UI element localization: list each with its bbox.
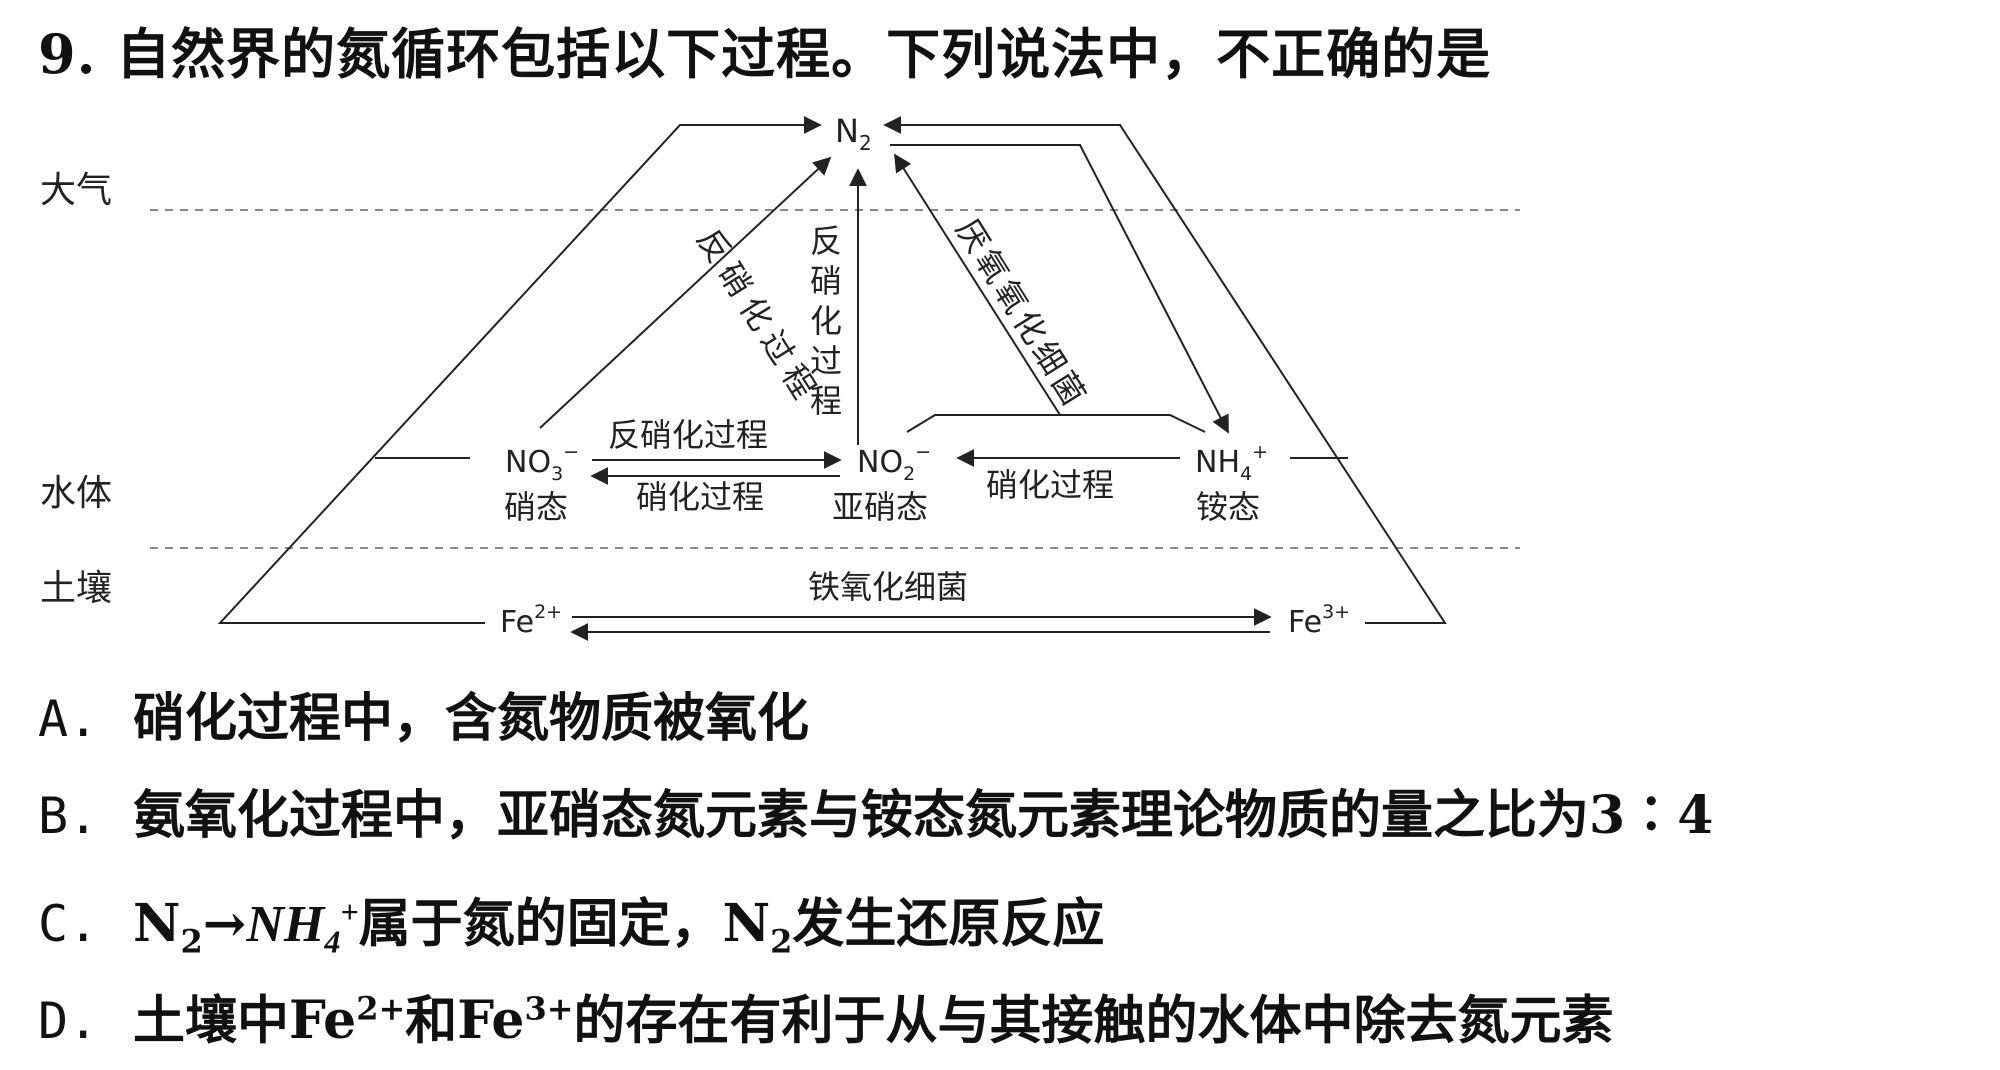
formula-fe2: Fe2+	[289, 990, 406, 1052]
species-fe3: Fe3+	[1288, 601, 1350, 640]
option-letter: D.	[38, 992, 99, 1051]
svg-text:化: 化	[810, 302, 842, 340]
arrow-outer-left-to-n2	[217, 116, 822, 624]
state-label-ammonium: 铵态	[1196, 488, 1260, 526]
arrow-anammox-to-n2	[894, 153, 1062, 433]
label-denitrification-diagonal: 反 硝 化 过 程	[689, 222, 823, 405]
label-nitrification-left: 硝化过程	[636, 478, 764, 516]
option-text: 氨氧化过程中，亚硝态氮元素与铵态氮元素理论物质的量之比为	[133, 785, 1590, 846]
option-text: 属于氮的固定，	[358, 893, 723, 955]
option-d[interactable]: D. 土壤中Fe2+和Fe3+的存在有利于从与其接触的水体中除去氮元素	[38, 961, 1713, 1058]
svg-text:硝: 硝	[810, 262, 842, 300]
question-stem: 9. 自然界的氮循环包括以下过程。下列说法中，不正确的是	[38, 10, 1491, 89]
label-anammox-bacteria: 厌 氧 氧 化 细 菌	[948, 212, 1093, 412]
option-ratio: 3∶4	[1589, 785, 1714, 846]
answer-options: A. 硝化过程中，含氮物质被氧化 B. 氨氧化过程中，亚硝态氮元素与铵态氮元素理论物…	[38, 670, 1713, 1058]
species-fe2: Fe2+	[500, 601, 562, 640]
arrow-n2-to-nh4	[890, 144, 1229, 434]
zone-label-water: 水体	[40, 473, 112, 514]
label-denitrification-horizontal: 反硝化过程	[608, 416, 768, 454]
option-text: 土壤中	[133, 990, 290, 1052]
svg-text:反: 反	[810, 222, 842, 260]
option-a[interactable]: A. 硝化过程中，含氮物质被氧化	[38, 670, 1713, 767]
formula-nh4: NH4+	[246, 894, 359, 960]
option-b[interactable]: B. 氨氧化过程中，亚硝态氮元素与铵态氮元素理论物质的量之比为3∶4	[38, 767, 1713, 864]
nitrogen-cycle-diagram: 大气 水体 土壤 N2 NO3− 硝态 NO2− 亚硝态 NH4+ 铵态 Fe2…	[40, 112, 1520, 641]
conjunction: 和	[405, 990, 458, 1052]
reaction-arrow: →	[202, 893, 247, 955]
species-nh4: NH4+	[1195, 441, 1268, 485]
option-c[interactable]: C.N2→NH4+属于氮的固定，N2发生还原反应	[38, 864, 1713, 961]
formula-n2: N2	[722, 893, 793, 961]
formula-n2: N2	[133, 893, 203, 961]
question-text: 自然界的氮循环包括以下过程。下列说法中，不正确的是	[116, 22, 1492, 86]
svg-text:过: 过	[810, 342, 842, 380]
zone-label-soil: 土壤	[40, 568, 112, 609]
species-no3: NO3−	[505, 441, 579, 485]
arrow-outer-right-to-n2	[883, 116, 1447, 624]
question-number: 9.	[38, 22, 97, 86]
label-iron-oxidizing-bacteria: 铁氧化细菌	[808, 568, 968, 606]
line-nh4-to-anammox	[1060, 414, 1206, 433]
option-text: 硝化过程中，含氮物质被氧化	[133, 688, 810, 749]
state-label-nitrite: 亚硝态	[832, 488, 928, 526]
option-letter: B.	[38, 787, 99, 845]
option-text-tail: 的存在有利于从与其接触的水体中除去氮元素	[573, 990, 1614, 1052]
label-nitrification-right: 硝化过程	[986, 466, 1114, 504]
species-n2: N2	[835, 112, 872, 155]
option-text-tail: 发生还原反应	[792, 893, 1105, 955]
label-denitrification-vertical: 反 硝 化 过 程	[810, 222, 842, 420]
state-label-nitrate: 硝态	[504, 488, 568, 526]
option-letter: C.	[38, 895, 99, 954]
arrow-no3-to-n2	[539, 156, 832, 429]
formula-fe3: Fe3+	[457, 990, 574, 1052]
species-no2: NO2−	[857, 441, 931, 485]
svg-text:程: 程	[810, 382, 842, 420]
zone-label-atmosphere: 大气	[40, 170, 112, 211]
option-letter: A.	[38, 690, 99, 748]
